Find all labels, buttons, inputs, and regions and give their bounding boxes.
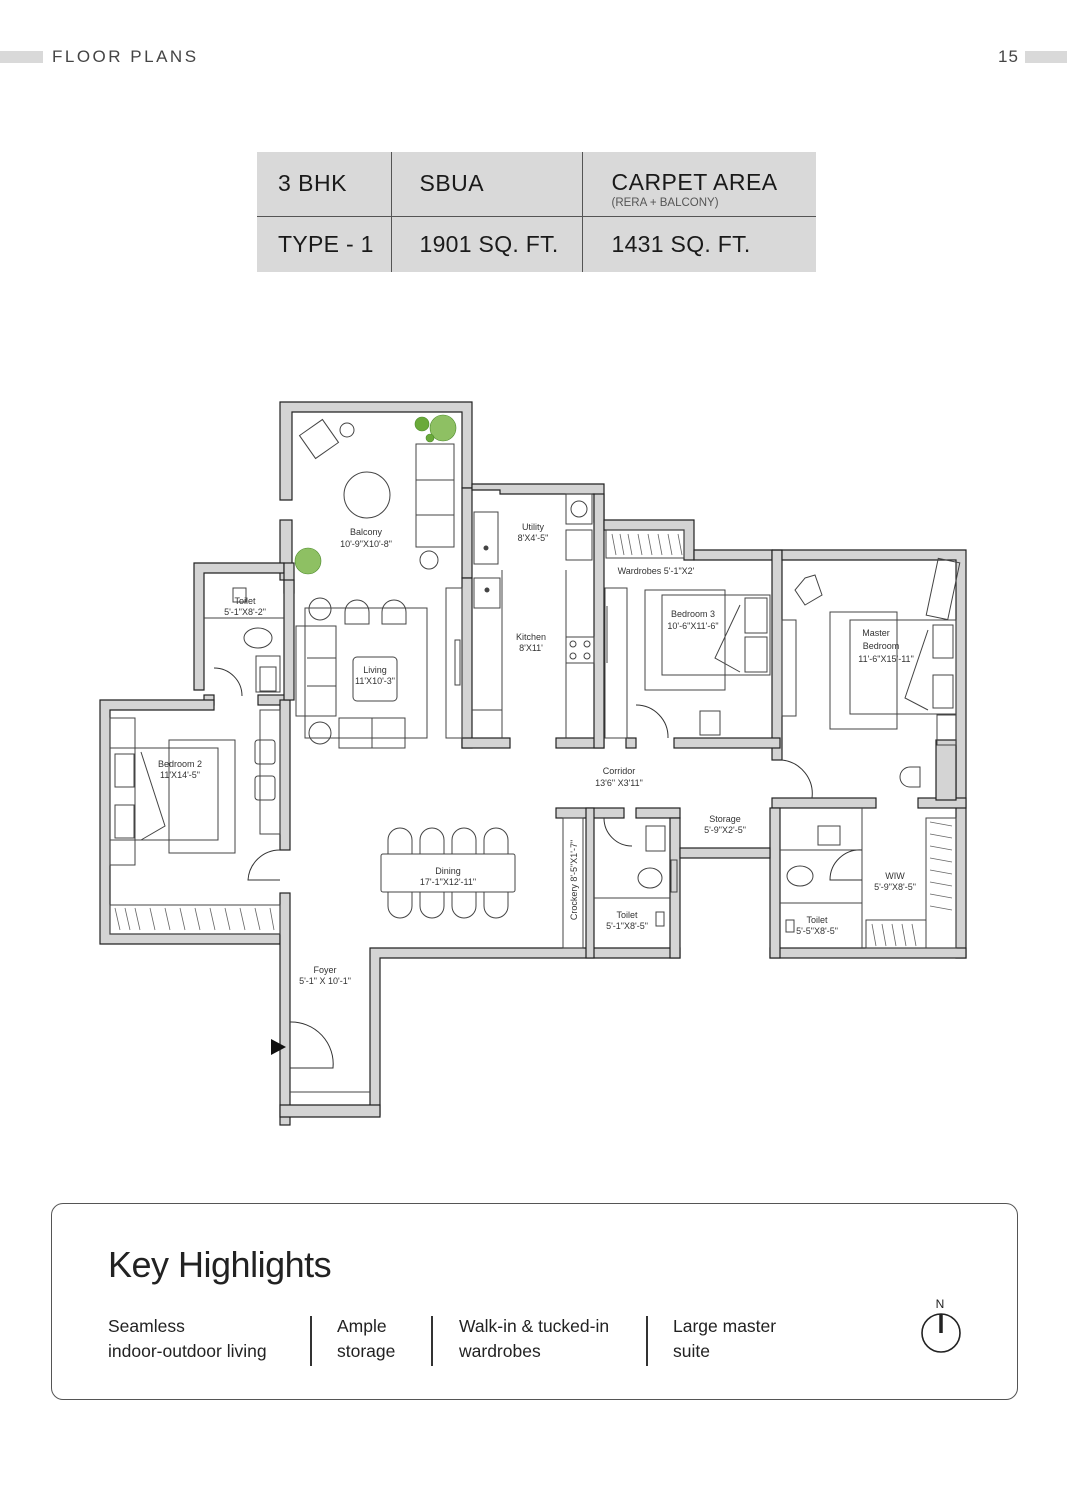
label-toilet-2: Toilet — [616, 910, 638, 920]
size-dining: 17'-1"X12'-11" — [420, 877, 476, 887]
svg-text:N: N — [936, 1297, 945, 1311]
table-header-row: 3 BHK SBUA CARPET AREA (RERA + BALCONY) — [257, 152, 816, 217]
key-highlights-title: Key Highlights — [108, 1244, 332, 1285]
floor-plan: Balcony 10'-9"X10'-8" Utility 8'X4'-5" T… — [0, 390, 1067, 1130]
north-compass-icon: N — [921, 1297, 961, 1353]
label-wiw: WIW — [885, 871, 905, 881]
carpet-area-value: 1431 SQ. FT. — [581, 215, 816, 272]
size-toilet-2: 5'-1"X8'-5" — [606, 921, 648, 931]
carpet-area-note: (RERA + BALCONY) — [611, 196, 719, 209]
key-highlights-panel: Key Highlights Seamless indoor-outdoor l… — [51, 1203, 1018, 1400]
area-table: 3 BHK SBUA CARPET AREA (RERA + BALCONY) … — [257, 152, 816, 272]
unit-type-value: TYPE - 1 — [257, 215, 392, 272]
size-storage: 5'-9"X2'-5" — [704, 825, 746, 835]
label-kitchen: Kitchen — [516, 632, 546, 642]
size-corridor: 13'6" X3'11" — [595, 778, 643, 788]
size-kitchen: 8'X11' — [519, 643, 543, 653]
label-crockery: Crockery 8'-5"X1'-7" — [569, 840, 579, 920]
size-master-bedroom: 11'-6"X15'-11" — [858, 654, 914, 664]
size-living: 11'X10'-3" — [355, 676, 395, 686]
size-balcony: 10'-9"X10'-8" — [340, 539, 392, 549]
highlight-divider — [431, 1316, 433, 1366]
highlight-item: Ample storage — [337, 1316, 396, 1361]
highlight-item: Seamless indoor-outdoor living — [108, 1316, 267, 1361]
highlight-divider — [646, 1316, 648, 1366]
page-number: 15 — [998, 47, 1019, 66]
walls — [99, 401, 967, 1126]
label-bedroom-2: Bedroom 2 — [158, 759, 202, 769]
highlight-item: Large master suite — [673, 1316, 777, 1361]
label-toilet-1: Toilet — [234, 596, 256, 606]
label-corridor: Corridor — [603, 766, 636, 776]
unit-type-header: 3 BHK — [257, 152, 392, 217]
table-row: TYPE - 1 1901 SQ. FT. 1431 SQ. FT. — [257, 215, 816, 272]
label-bedroom-3: Bedroom 3 — [671, 609, 715, 619]
label-dining: Dining — [435, 866, 461, 876]
doors — [213, 667, 863, 1069]
plant-icons — [294, 414, 457, 575]
furniture — [109, 418, 961, 1093]
wardrobe-hatching — [114, 533, 953, 947]
sbua-header: SBUA — [390, 152, 583, 217]
label-foyer: Foyer — [313, 965, 336, 975]
label-master-bedroom-1: Master — [862, 628, 890, 638]
sbua-value: 1901 SQ. FT. — [390, 215, 583, 272]
label-living: Living — [363, 665, 387, 675]
size-bedroom-3: 10'-6"X11'-6" — [667, 621, 718, 631]
highlight-item: Walk-in & tucked-in wardrobes — [459, 1316, 610, 1361]
size-wiw: 5'-9"X8'-5" — [874, 882, 916, 892]
label-balcony: Balcony — [350, 527, 383, 537]
label-utility: Utility — [522, 522, 544, 532]
carpet-area-header: CARPET AREA (RERA + BALCONY) — [581, 152, 816, 217]
label-toilet-3: Toilet — [806, 915, 828, 925]
label-wardrobes: Wardrobes 5'-1"X2' — [618, 566, 695, 576]
entry-arrow-icon — [271, 1039, 286, 1055]
section-title: FLOOR PLANS — [52, 47, 199, 66]
size-foyer: 5'-1" X 10'-1" — [299, 976, 351, 986]
label-storage: Storage — [709, 814, 741, 824]
highlight-divider — [310, 1316, 312, 1366]
size-bedroom-2: 11'X14'-5" — [160, 770, 200, 780]
header-bar-right — [1025, 51, 1067, 63]
size-toilet-3: 5'-5"X8'-5" — [796, 926, 838, 936]
header-bar-left — [0, 51, 43, 63]
label-master-bedroom-2: Bedroom — [863, 641, 900, 651]
size-toilet-1: 5'-1"X8'-2" — [224, 607, 266, 617]
size-utility: 8'X4'-5" — [518, 533, 549, 543]
room-labels: Balcony 10'-9"X10'-8" Utility 8'X4'-5" T… — [158, 522, 916, 986]
